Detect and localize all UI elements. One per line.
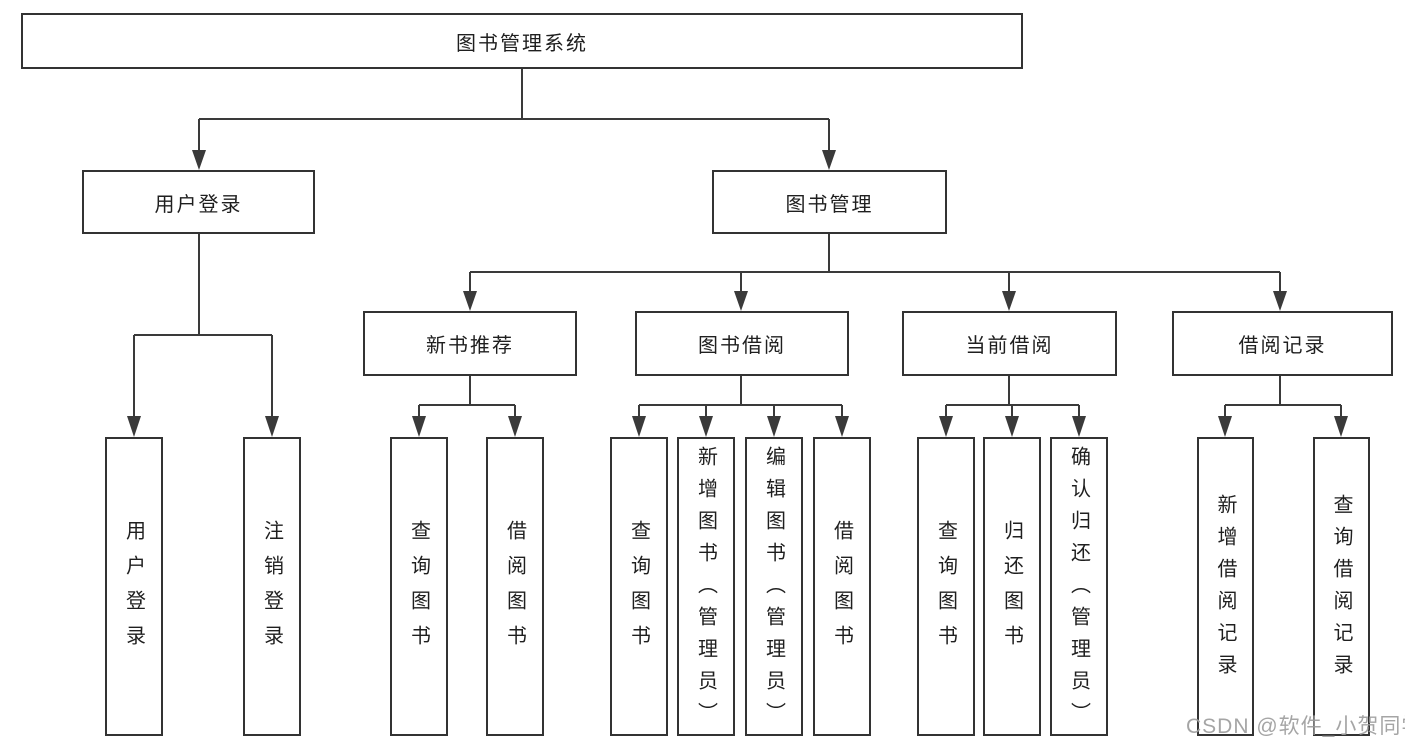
node-book-management: 图书管理 (712, 170, 947, 234)
node-borrow-records: 借阅记录 (1172, 311, 1393, 376)
arrowhead (1218, 416, 1232, 437)
arrowhead (265, 416, 279, 437)
arrowhead (127, 416, 141, 437)
arrowhead (734, 291, 748, 311)
node-leaf-add-books-admin: 新增图书（管理员） (677, 437, 735, 736)
arrowhead (1002, 291, 1016, 311)
arrowhead (1273, 291, 1287, 311)
node-leaf-logout: 注销登录 (243, 437, 301, 736)
arrowhead (508, 416, 522, 437)
node-leaf-return-books: 归还图书 (983, 437, 1041, 736)
node-new-book-recommend: 新书推荐 (363, 311, 577, 376)
connector-line (469, 234, 1281, 294)
node-leaf-query-books-current: 查询图书 (917, 437, 975, 736)
connector-book-borrow-to-children (638, 376, 843, 419)
arrowhead (632, 416, 646, 437)
node-leaf-confirm-return-admin: 确认归还（管理员） (1050, 437, 1108, 736)
node-leaf-user-login: 用户登录 (105, 437, 163, 736)
connector-line (198, 69, 830, 153)
connector-line (1224, 376, 1342, 419)
arrowhead (939, 416, 953, 437)
connector-line (945, 376, 1080, 419)
arrowhead (822, 150, 836, 170)
arrowhead (463, 291, 477, 311)
arrowhead (192, 150, 206, 170)
node-current-borrow: 当前借阅 (902, 311, 1117, 376)
arrowhead (767, 416, 781, 437)
connector-new-book-recommend-to-children (418, 376, 516, 419)
arrowhead (1334, 416, 1348, 437)
arrowheads (127, 150, 1348, 437)
node-leaf-edit-books-admin: 编辑图书（管理员） (745, 437, 803, 736)
arrowhead (1005, 416, 1019, 437)
node-leaf-query-borrow-record: 查询借阅记录 (1313, 437, 1370, 736)
connector-user-login-to-children (133, 233, 273, 419)
node-library-management-system: 图书管理系统 (21, 13, 1023, 69)
connector-current-borrow-to-children (945, 376, 1080, 419)
arrowhead (835, 416, 849, 437)
arrowhead (412, 416, 426, 437)
connector-root-to-level2 (198, 69, 830, 153)
arrowhead (1072, 416, 1086, 437)
csdn-watermark: CSDN @软件_小贺同学 (1186, 715, 1405, 738)
connector-line (638, 376, 843, 419)
node-book-borrow: 图书借阅 (635, 311, 849, 376)
connector-line (418, 376, 516, 419)
connector-borrow-records-to-children (1224, 376, 1342, 419)
node-leaf-borrow-books-recommend: 借阅图书 (486, 437, 544, 736)
node-leaf-borrow-books: 借阅图书 (813, 437, 871, 736)
arrowhead (699, 416, 713, 437)
node-leaf-query-books-recommend: 查询图书 (390, 437, 448, 736)
node-user-login: 用户登录 (82, 170, 315, 234)
node-leaf-query-books-borrow: 查询图书 (610, 437, 668, 736)
connector-line (133, 233, 273, 419)
node-leaf-add-borrow-record: 新增借阅记录 (1197, 437, 1254, 736)
connector-book-management-to-level3 (469, 234, 1281, 294)
